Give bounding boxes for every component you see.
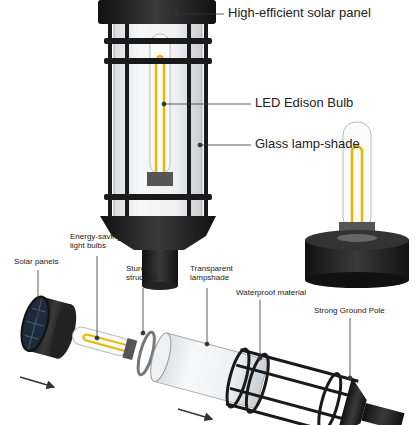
- callout-label: LED Edison Bulb: [255, 96, 405, 111]
- callout-label: Glass lamp-shade: [255, 137, 405, 152]
- callout-label: Sturdy structure: [126, 264, 171, 282]
- callout-label: Solar panels: [14, 257, 74, 266]
- assembled-lamp: [98, 0, 216, 290]
- callout-label: Energy-saving light bulbs: [70, 232, 130, 250]
- callout-label: Strong Ground Pole: [314, 306, 410, 315]
- callout-label: High-efficient solar panel: [228, 6, 414, 21]
- leader-lines: [36, 12, 352, 380]
- callout-label: Transparent lampshade: [190, 264, 245, 282]
- direction-arrows: [20, 377, 212, 419]
- callout-label: Waterproof material: [236, 288, 326, 297]
- exploded-view: [16, 292, 410, 425]
